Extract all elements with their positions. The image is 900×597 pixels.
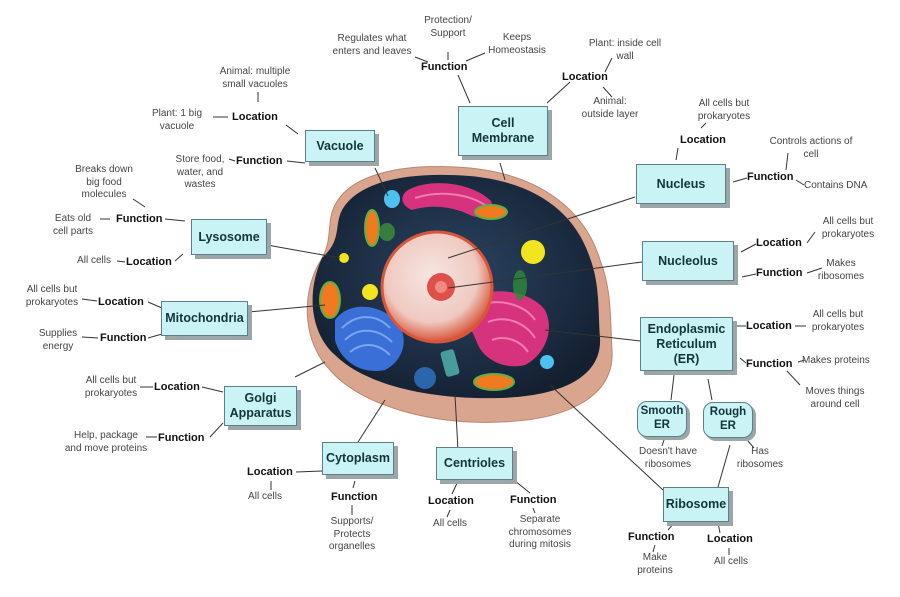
golgi-location-text: All cells but prokaryotes [84, 375, 138, 399]
cell-membrane-location-label: Location [562, 71, 608, 83]
smooth-er-note: Doesn't have ribosomes [638, 446, 698, 470]
mitochondrion-shape [474, 204, 508, 220]
er-function-text: Makes proteins [802, 355, 870, 366]
nucleus-location-text: All cells but prokaryotes [697, 98, 751, 122]
smooth-er-box: Smooth ER [637, 401, 687, 437]
centrioles-location-text: All cells [433, 518, 467, 529]
vacuole-location-text: Plant: 1 big vacuole [151, 108, 203, 132]
mitochondria-location-label: Location [98, 296, 144, 308]
lysosome-location-label: Location [126, 256, 172, 268]
golgi-shape [335, 306, 404, 371]
golgi-function-label: Function [158, 432, 205, 444]
golgi-function-text: Help, package and move proteins [64, 430, 148, 454]
rough-er-note: Has ribosomes [736, 446, 784, 470]
rough-er-box: Rough ER [703, 402, 753, 438]
nucleolus-box: Nucleolus [642, 241, 734, 281]
vacuole-function-label: Function [236, 155, 283, 167]
nucleus-box: Nucleus [636, 164, 726, 204]
nucleus-function-label: Function [747, 171, 794, 183]
lysosome-function-label: Function [116, 213, 163, 225]
nucleolus-function-label: Function [756, 267, 803, 279]
cytoplasm-location-label: Location [247, 466, 293, 478]
er-shape-top [402, 183, 493, 218]
cytoplasm-function-label: Function [331, 491, 378, 503]
lysosome-shape [339, 253, 349, 263]
mitochondria-function-text: Supplies energy [38, 328, 78, 352]
er-function-text: Moves things around cell [805, 386, 865, 410]
centrioles-function-label: Function [510, 494, 557, 506]
mitochondria-function-label: Function [100, 332, 147, 344]
lysosome-shape [521, 240, 545, 264]
mitochondria-location-text: All cells but prokaryotes [25, 284, 79, 308]
er-function-label: Function [746, 358, 793, 370]
nucleolus-location-label: Location [756, 237, 802, 249]
centrioles-function-text: Separate chromosomes during mitosis [508, 514, 572, 550]
endoplasmic-reticulum-box: Endoplasmic Reticulum (ER) [640, 317, 733, 371]
vacuole-location-label: Location [232, 111, 278, 123]
cell-membrane-function-text: Regulates what enters and leaves [332, 33, 412, 57]
nucleus-function-text: Contains DNA [804, 180, 868, 191]
nucleolus-function-text: Makes ribosomes [817, 258, 865, 282]
mitochondrion-shape [473, 373, 515, 391]
lysosome-function-text: Breaks down big food molecules [75, 164, 133, 200]
centrioles-location-label: Location [428, 495, 474, 507]
lysosome-location-text: All cells [77, 255, 111, 266]
centriole-shape [440, 349, 460, 377]
vacuole-shape [384, 190, 400, 208]
ribosome-function-text: Make proteins [637, 552, 673, 576]
cell-membrane-function-text: Keeps Homeostasis [488, 32, 546, 56]
cell-membrane-function-text: Protection/ Support [424, 15, 472, 39]
vacuole-function-text: Store food, water, and wastes [175, 154, 225, 190]
er-location-text: All cells but prokaryotes [811, 309, 865, 333]
lysosome-box: Lysosome [191, 219, 267, 255]
golgi-location-label: Location [154, 381, 200, 393]
cell-membrane-location-text: Animal: outside layer [581, 96, 639, 120]
ribosome-box: Ribosome [663, 487, 729, 522]
mitochondria-box: Mitochondria [161, 301, 248, 336]
nucleolus-location-text: All cells but prokaryotes [821, 216, 875, 240]
nucleus-location-label: Location [680, 134, 726, 146]
cell-membrane-function-label: Function [421, 61, 468, 73]
vacuole-box: Vacuole [305, 130, 375, 162]
lysosome-shape [362, 284, 378, 300]
cell-membrane-box: Cell Membrane [458, 106, 548, 156]
cytoplasm-location-text: All cells [248, 491, 282, 502]
ribosome-location-text: All cells [714, 556, 748, 567]
lysosome-function-text: Eats old cell parts [52, 213, 93, 237]
nucleus-function-text: Controls actions of cell [769, 136, 853, 160]
mitochondrion-shape [319, 281, 341, 319]
cell-membrane-location-text: Plant: inside cell wall [588, 38, 662, 62]
ribosome-location-label: Location [707, 533, 753, 545]
golgi-apparatus-box: Golgi Apparatus [224, 386, 297, 426]
cytoplasm-function-text: Supports/ Protects organelles [328, 516, 376, 552]
er-location-label: Location [746, 320, 792, 332]
cytoplasm-box: Cytoplasm [322, 442, 394, 475]
ribosome-function-label: Function [628, 531, 675, 543]
mitochondrion-shape [364, 209, 380, 247]
centrioles-box: Centrioles [436, 447, 513, 480]
vacuole-location-text: Animal: multiple small vacuoles [219, 66, 291, 90]
